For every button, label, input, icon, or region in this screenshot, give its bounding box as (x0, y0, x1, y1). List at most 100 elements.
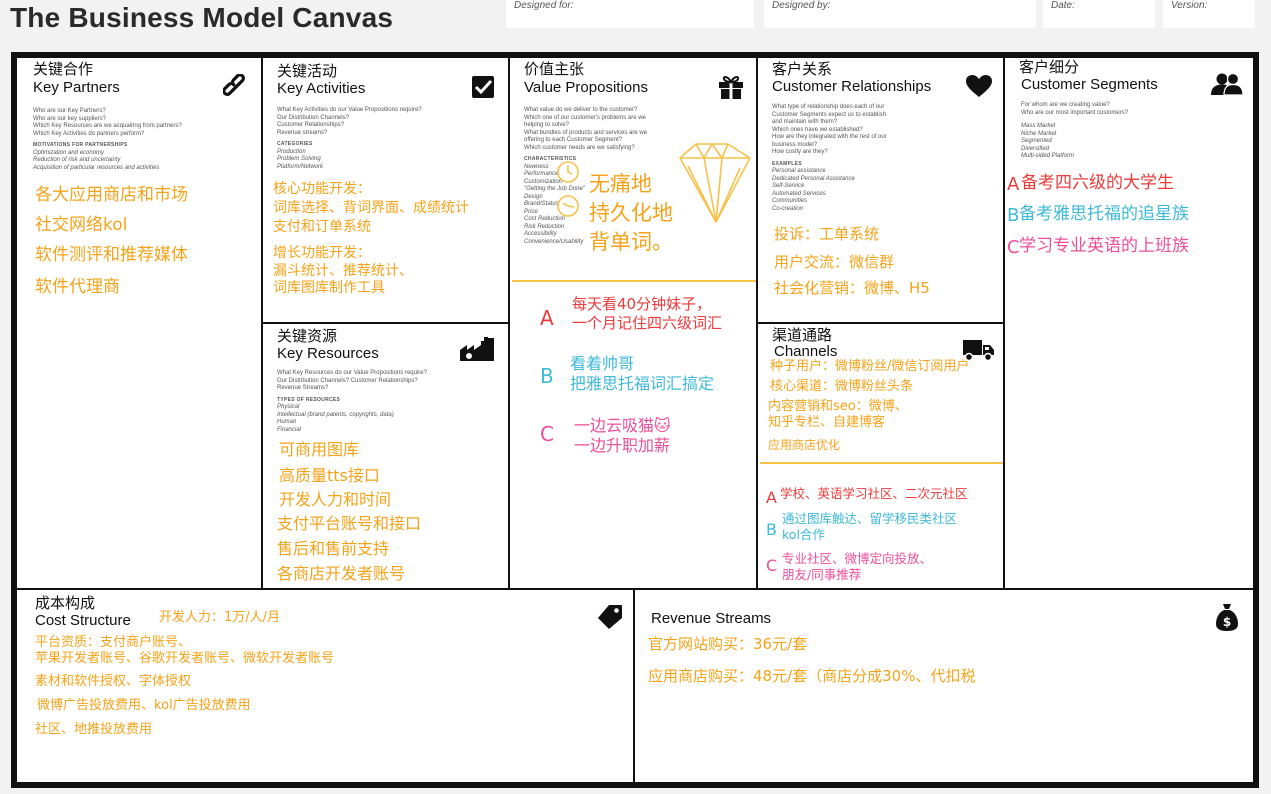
key-partners-cn-title: 关键合作 (33, 61, 94, 78)
value-propositions-cn-title: 价值主张 (524, 61, 585, 78)
marker-a: A (1007, 174, 1020, 195)
note: 苹果开发者账号、谷歌开发者账号、微软开发者账号 (35, 651, 335, 666)
hint-line: Acquisition of particular resources and … (33, 164, 160, 171)
marker-c: C (766, 556, 778, 575)
channels-cn-title: 渠道通路 (772, 327, 833, 344)
truck-icon (963, 340, 994, 362)
note: 可商用图库 (279, 440, 360, 459)
note: 微博广告投放费用、kol广告投放费用 (37, 698, 251, 713)
designed-by-label: Designed by: (772, 0, 831, 11)
hint-line: Brand/Status (524, 201, 559, 207)
note: 开发人力：1万/人/月 (159, 610, 281, 625)
key-activities-block[interactable]: 关键活动 Key Activities What Key Activities … (261, 56, 510, 324)
hint-line: Revenue streams? (277, 129, 328, 136)
note: 一个月记住四六级词汇 (572, 314, 723, 332)
hint-line: How costly are they? (772, 149, 828, 155)
key-partners-block[interactable]: 关键合作 Key Partners Who are our Key Partne… (15, 56, 263, 590)
note: 售后和售前支持 (277, 539, 390, 558)
designed-by-field[interactable]: Designed by: (764, 0, 1036, 28)
hint-line: Which customer needs are we satisfying? (524, 144, 635, 151)
gift-icon (719, 76, 743, 99)
marker-a: A (540, 306, 554, 330)
note: 应用商店优化 (768, 438, 841, 452)
hint-line: Accessibility (524, 231, 557, 237)
key-resources-block[interactable]: 关键资源 Key Resources What Key Resources do… (261, 322, 510, 590)
note: 应用商店购买：48元/套（商店分成30%、代扣税 (648, 667, 976, 685)
hint-line: Multi-sided Platform (1021, 153, 1075, 159)
hint-heading: CATEGORIES (277, 141, 313, 147)
hint-line: Platform/Network (277, 163, 324, 170)
hint-line: Co-creation (772, 205, 804, 212)
note: 用户交流：微信群 (774, 253, 895, 271)
note: 软件测评和推荐媒体 (35, 245, 188, 265)
hint-line: Which ones have we established? (772, 126, 863, 133)
customer-segments-en-title: Customer Segments (1021, 76, 1158, 93)
hint-line: Problem Solving (277, 156, 321, 162)
customer-relationships-cn-title: 客户关系 (772, 61, 833, 78)
cost-structure-block[interactable]: 成本构成 Cost Structure 开发人力：1万/人/月 平台资质：支付商… (15, 588, 635, 784)
note: 朋友/同事推荐 (782, 567, 862, 582)
hint-line: Cost Reduction (524, 216, 566, 222)
hint-line: Convenience/Usability (524, 238, 584, 245)
hint-line: Niche Market (1021, 130, 1057, 137)
hint-line: offering to each Customer Segment? (524, 137, 622, 143)
marker-b: B (540, 364, 554, 388)
customer-relationships-block[interactable]: 客户关系 Customer Relationships What type of… (756, 56, 1005, 324)
money-bag-icon: $ (1216, 604, 1238, 631)
hint-line: Customer Segments expect us to establish (772, 111, 887, 118)
hint-line: helping to solve? (524, 122, 570, 128)
users-icon (1211, 72, 1243, 96)
segment-item: 备考四六级的大学生 (1021, 173, 1174, 193)
checkbox-icon (472, 76, 494, 98)
hint-line: Physical (277, 404, 300, 410)
hint-line: Risk Reduction (524, 223, 565, 230)
hint-line: Financial (277, 426, 302, 433)
version-field[interactable]: Version: (1163, 0, 1255, 28)
hint-line: and maintain with them? (772, 119, 838, 125)
hint-line: Who are our key suppliers? (33, 115, 107, 122)
note: 增长功能开发： (273, 245, 371, 261)
hint-line: Price (524, 208, 538, 215)
date-label: Date: (1051, 0, 1075, 11)
note: 高质量tts接口 (279, 466, 380, 485)
note: 社区、地推投放费用 (35, 722, 153, 737)
hint-heading: EXAMPLES (772, 160, 802, 167)
designed-for-field[interactable]: Designed for: (506, 0, 754, 28)
diamond-doodle (679, 143, 751, 223)
revenue-streams-block[interactable]: Revenue Streams $ 官方网站购买：36元/套 应用商店购买：48… (633, 588, 1255, 784)
customer-relationships-en-title: Customer Relationships (772, 78, 932, 95)
note: 各商店开发者账号 (277, 564, 406, 583)
hint-line: Newness (524, 163, 549, 170)
hint-line: Who are our Key Partners? (33, 108, 106, 114)
hint-line: Performance (524, 171, 559, 177)
key-resources-hints: What Key Resources do our Value Proposit… (277, 370, 502, 434)
key-resources-cn-title: 关键资源 (277, 328, 338, 345)
hint-line: Optimization and economy (33, 149, 105, 156)
marker-c: C (540, 422, 554, 446)
revenue-streams-en-title: Revenue Streams (651, 610, 772, 627)
note: 投诉：工单系统 (774, 225, 880, 243)
hint-line: Who are our most important customers? (1021, 109, 1129, 116)
heart-icon (966, 75, 992, 97)
customer-segments-block[interactable]: 客户细分 Customer Segments For whom are we c… (1003, 56, 1255, 590)
hint-line: Production (277, 148, 306, 155)
segment-item: 备考雅思托福的追星族 (1019, 204, 1189, 224)
key-activities-hints: What Key Activities do our Value Proposi… (277, 107, 502, 171)
note: 词库选择、背词界面、成绩统计 (273, 200, 469, 216)
hint-line: Our Distribution Channels? (277, 114, 350, 121)
note: 支付和订单系统 (273, 219, 371, 235)
value-propositions-block[interactable]: 价值主张 Value Propositions What value do we… (508, 56, 758, 590)
date-field[interactable]: Date: (1043, 0, 1155, 28)
clock-doodle (557, 195, 579, 217)
note: 素材和软件授权、字体授权 (35, 674, 192, 689)
segment-item: 学习专业英语的上班族 (1019, 236, 1189, 256)
hint-line: Revenue Streams? (277, 385, 329, 391)
value-propositions-hints: What value do we deliver to the customer… (524, 107, 750, 246)
hint-line: What Key Activities do our Value Proposi… (277, 107, 422, 113)
channels-block[interactable]: 渠道通路 Channels 种子用户：微博粉丝/微信订阅用户 核心渠道：微博粉丝… (756, 322, 1005, 590)
link-icon (223, 74, 245, 96)
hint-line: Dedicated Personal Assistance (772, 175, 855, 182)
key-resources-en-title: Key Resources (277, 345, 379, 362)
key-activities-en-title: Key Activities (277, 80, 366, 97)
business-model-canvas: 关键合作 Key Partners Who are our Key Partne… (11, 52, 1259, 788)
